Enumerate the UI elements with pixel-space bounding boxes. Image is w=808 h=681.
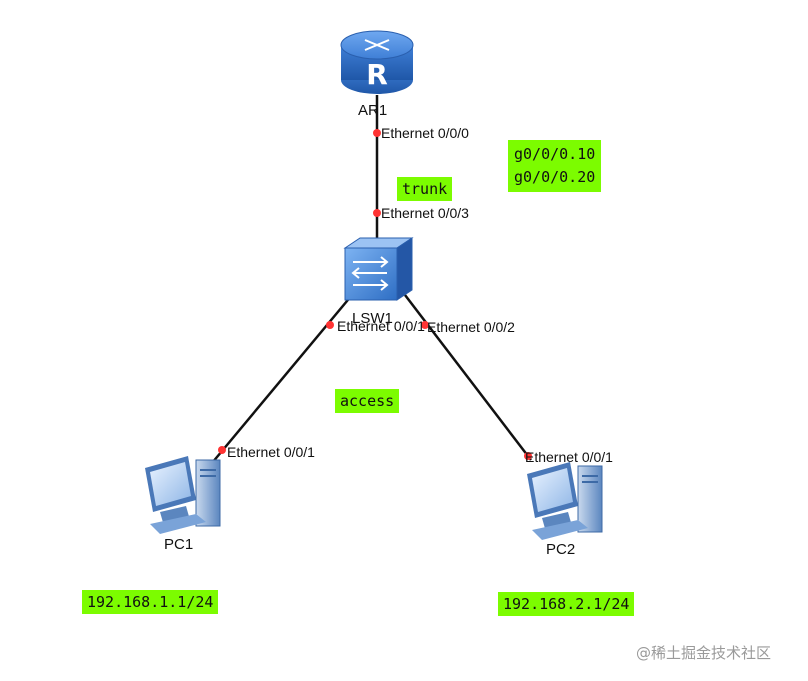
- port-label-pc2: Ethernet 0/0/1: [525, 449, 613, 465]
- port-label-pc1: Ethernet 0/0/1: [227, 444, 315, 460]
- link-lsw1-pc1: [211, 294, 353, 464]
- trunk-annotation: trunk: [397, 177, 453, 201]
- watermark: @稀土掘金技术社区: [636, 644, 772, 662]
- pc1-ip-annotation: 192.168.1.1/24: [82, 590, 219, 614]
- port-dot-pc1: [218, 446, 226, 454]
- port-dot-ar1: [373, 129, 381, 137]
- port-label-sw-pc2: Ethernet 0/0/2: [427, 319, 515, 335]
- pc2-ip-annotation: 192.168.2.1/24: [498, 592, 635, 616]
- pc1-name: PC1: [164, 536, 194, 553]
- switch-name: LSW1: [352, 310, 393, 327]
- port-dot-pc2: [524, 452, 532, 460]
- switch-icon[interactable]: [343, 237, 414, 301]
- port-label-sw-uplink: Ethernet 0/0/3: [381, 205, 469, 221]
- port-dot-sw-uplink: [373, 209, 381, 217]
- router-name: AR1: [358, 102, 388, 119]
- port-dot-sw-pc1: [326, 321, 334, 329]
- subinterface-label: g0/0/0.20: [514, 168, 596, 186]
- access-annotation: access: [335, 389, 400, 413]
- pc1-icon[interactable]: [145, 456, 221, 534]
- port-label-ar1: Ethernet 0/0/0: [381, 125, 469, 141]
- pc2-icon[interactable]: [527, 462, 603, 540]
- port-label-sw-pc1: Ethernet 0/0/1: [337, 318, 425, 334]
- port-dot-sw-pc2: [421, 321, 429, 329]
- router-icon[interactable]: R: [340, 30, 414, 94]
- pc2-name: PC2: [546, 541, 576, 558]
- subinterface-annotation: g0/0/0.10 g0/0/0.20: [508, 140, 602, 192]
- svg-text:R: R: [366, 58, 388, 91]
- subinterface-label: g0/0/0.10: [514, 145, 596, 163]
